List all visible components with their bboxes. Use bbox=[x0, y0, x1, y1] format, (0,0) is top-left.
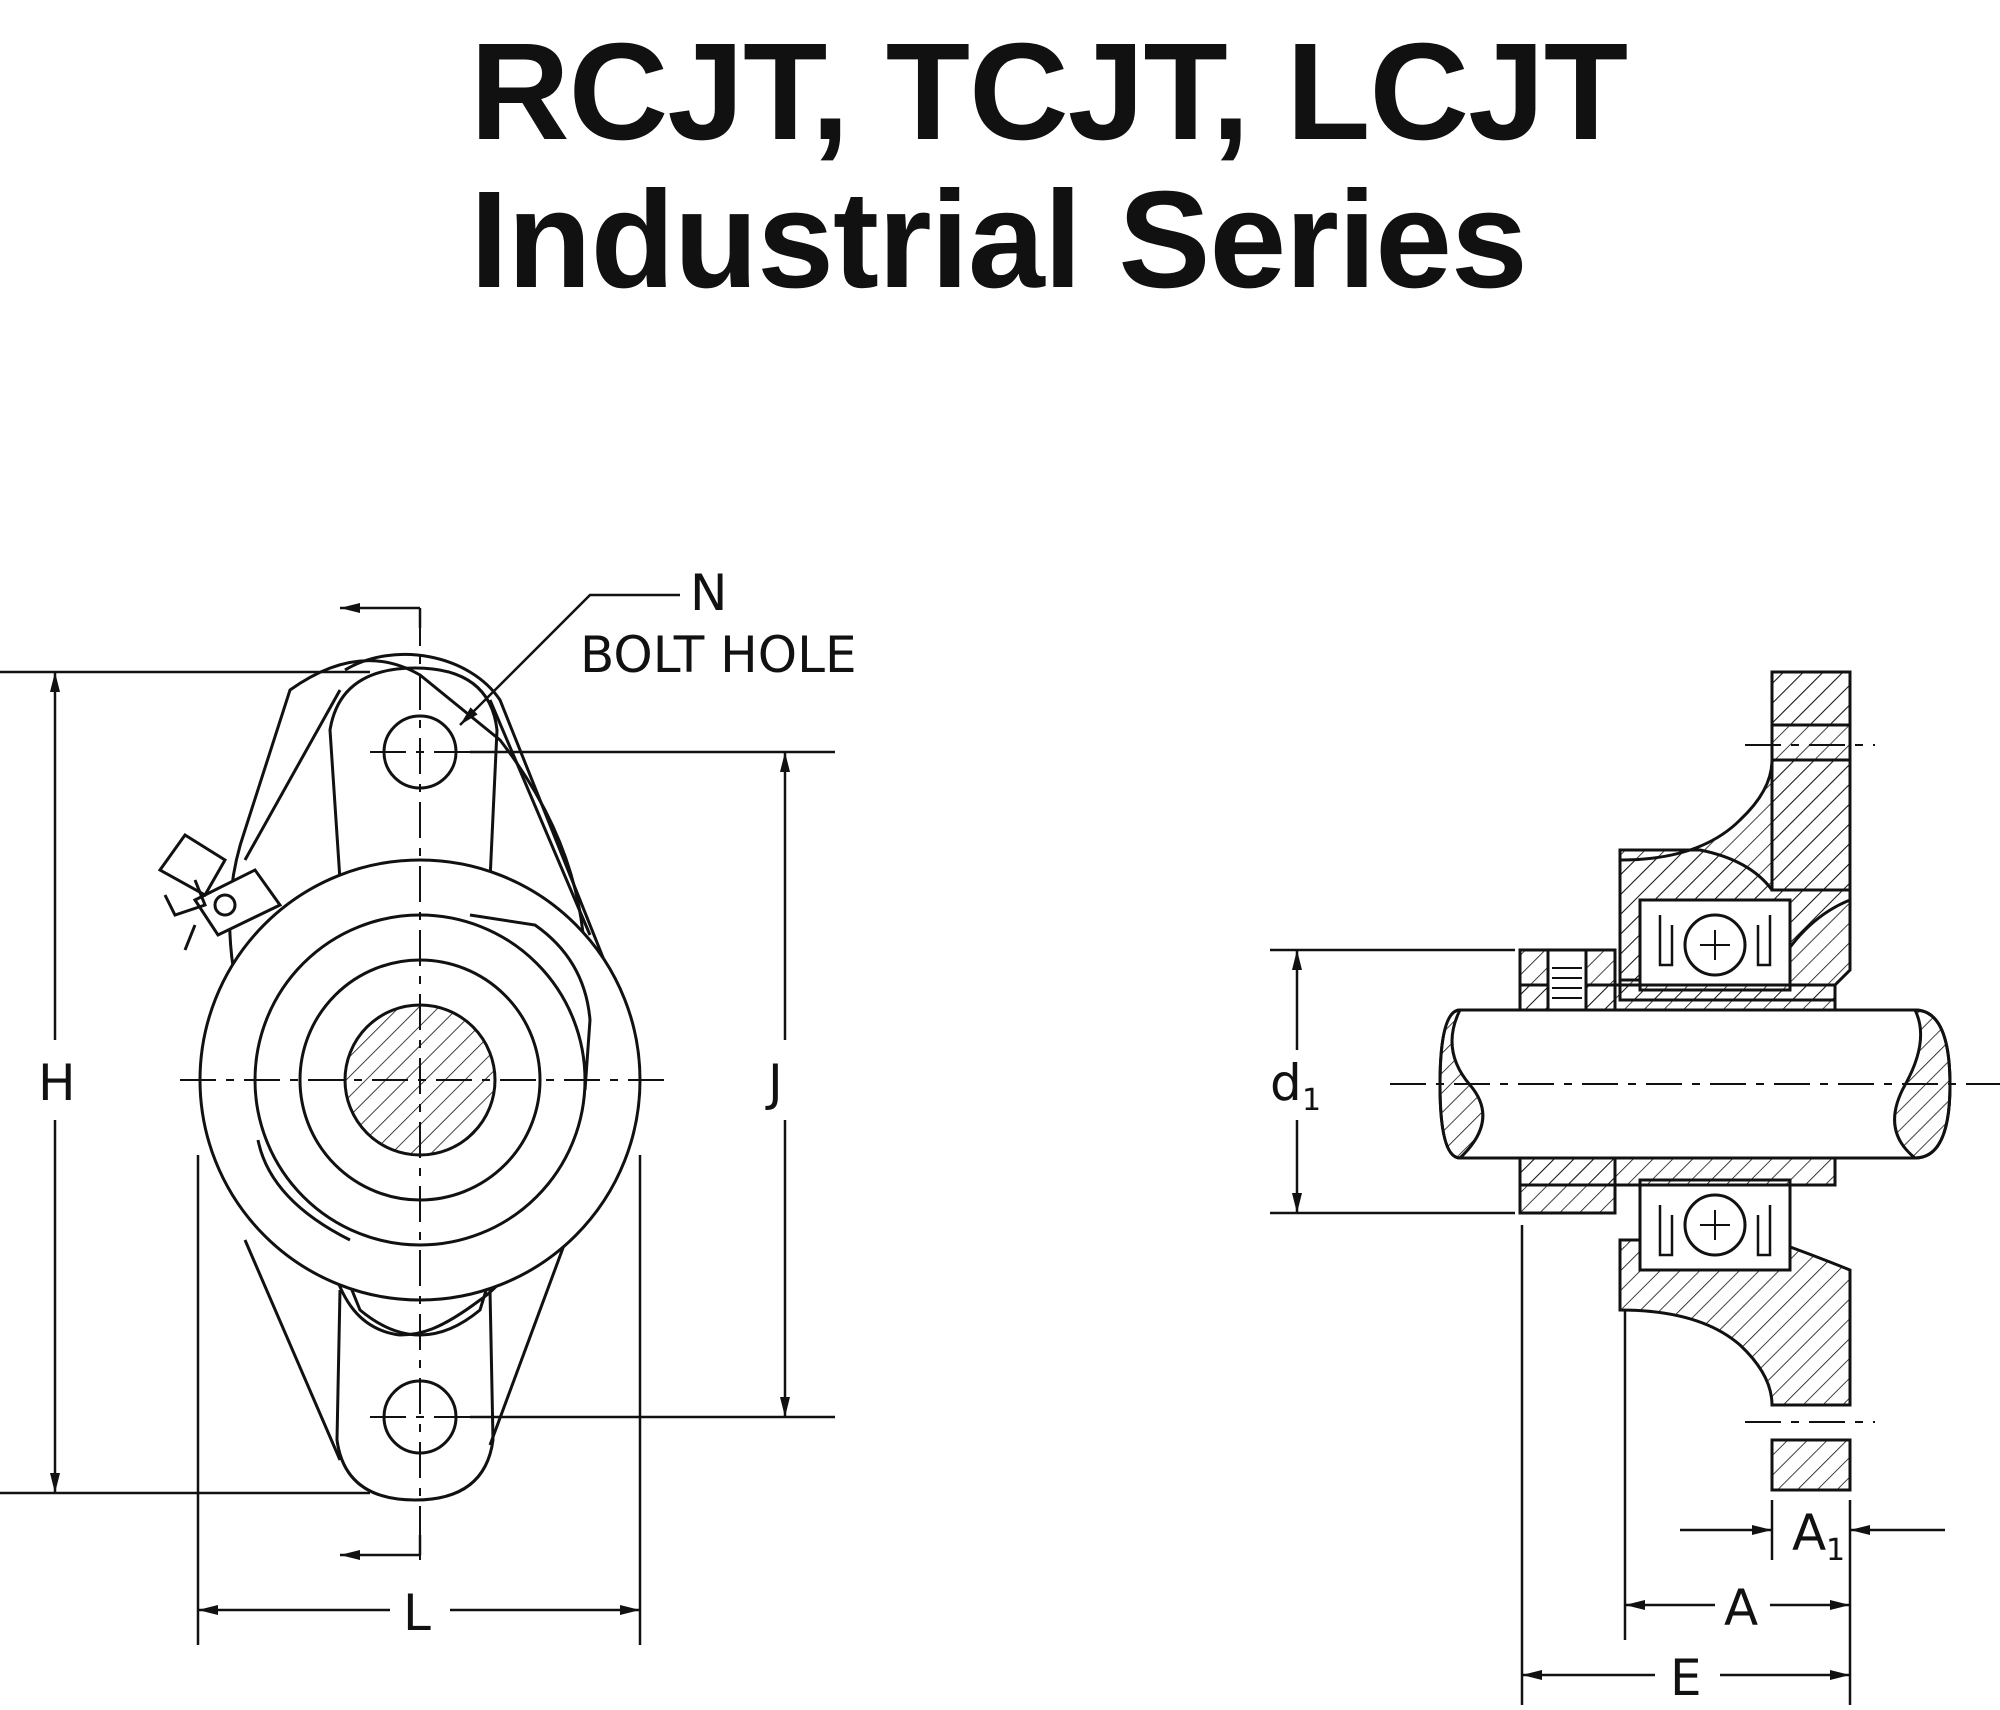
front-view bbox=[157, 603, 665, 1560]
grease-fitting-icon bbox=[157, 832, 283, 951]
top-ear bbox=[328, 666, 499, 881]
e-label: E bbox=[1670, 1649, 1702, 1707]
bolt-hole-label: BOLT HOLE bbox=[580, 626, 857, 684]
collar-lower bbox=[1518, 1156, 1617, 1215]
front-dimensions bbox=[0, 593, 835, 1645]
title-line-2: Industrial Series bbox=[470, 163, 1528, 317]
bolt-hole-leader bbox=[459, 593, 680, 726]
page-title: RCJT, TCJT, LCJT Industrial Series bbox=[470, 18, 1970, 314]
a1-subscript: 1 bbox=[1826, 1533, 1845, 1568]
dimension-labels: N BOLT HOLE H J L d 1 A 1 A E bbox=[38, 564, 1845, 1707]
a1-label: A bbox=[1792, 1504, 1826, 1562]
side-center-lines bbox=[1390, 744, 2000, 1423]
flange-lower bbox=[1770, 1438, 1852, 1492]
d1-label: d bbox=[1270, 1054, 1302, 1112]
collar-lower bbox=[256, 1139, 351, 1242]
h-label: H bbox=[38, 1054, 76, 1112]
set-screw bbox=[1546, 948, 1588, 1012]
n-label: N bbox=[690, 564, 727, 622]
collar-outline bbox=[469, 913, 592, 1091]
side-dimensions bbox=[1270, 948, 1945, 1705]
center-lines bbox=[180, 610, 665, 1560]
bottom-ear bbox=[335, 1289, 495, 1502]
d1-subscript: 1 bbox=[1302, 1083, 1321, 1118]
seals bbox=[1658, 915, 1772, 1257]
l-label: L bbox=[403, 1584, 431, 1642]
side-view bbox=[1390, 670, 2000, 1492]
j-label: J bbox=[765, 1054, 783, 1112]
section-marks bbox=[340, 603, 422, 1560]
a-label: A bbox=[1724, 1579, 1758, 1637]
title-line-1: RCJT, TCJT, LCJT bbox=[470, 15, 1628, 169]
